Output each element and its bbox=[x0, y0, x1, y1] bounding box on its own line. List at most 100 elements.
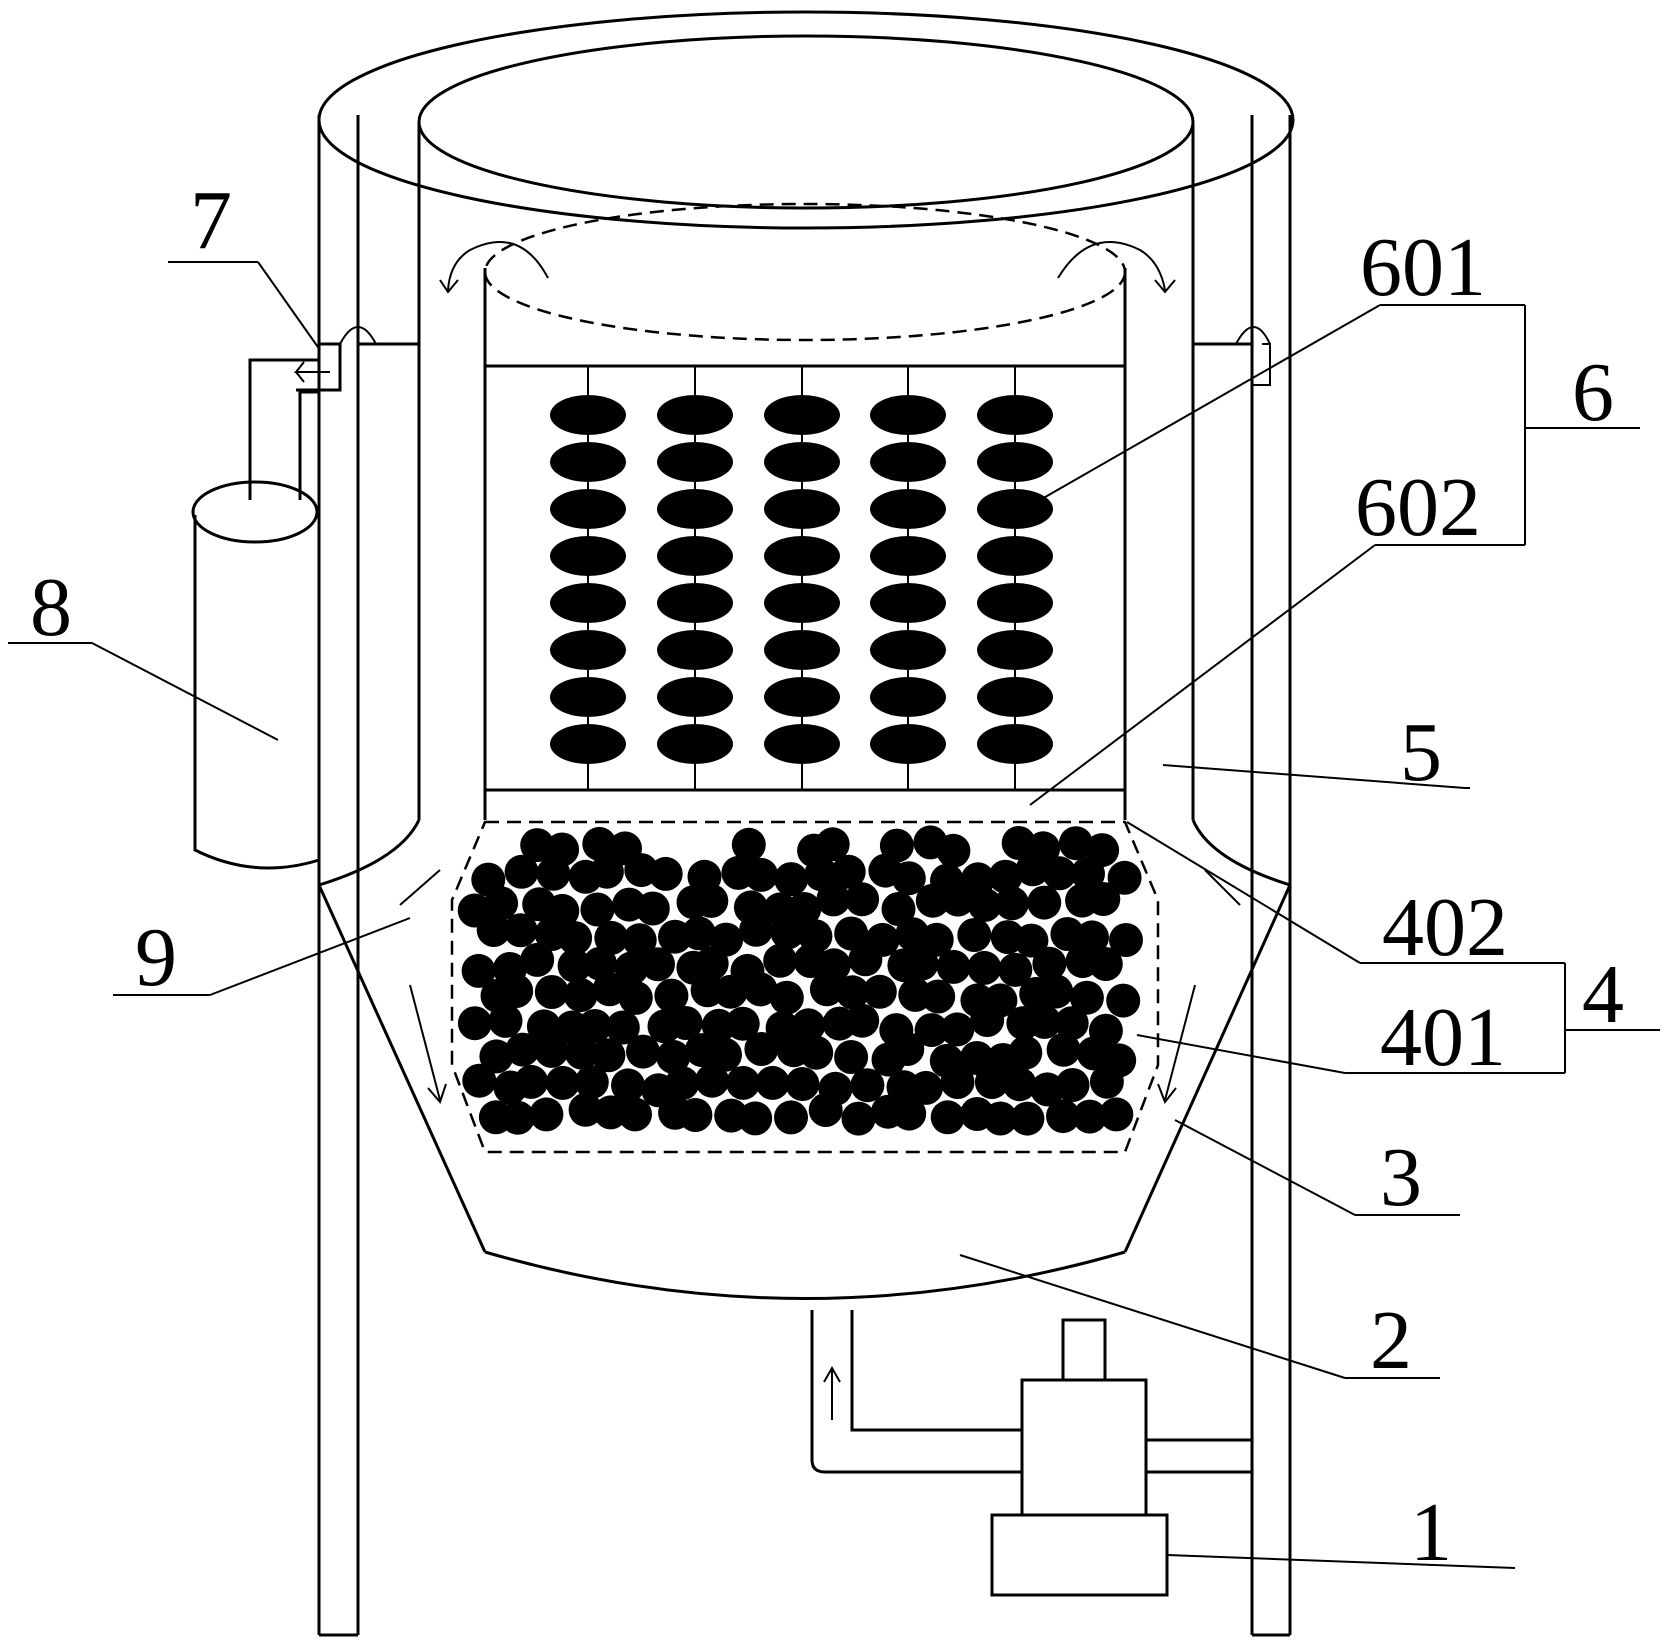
carrier-particle bbox=[499, 974, 534, 1008]
media-disc bbox=[657, 395, 733, 435]
media-disc bbox=[870, 395, 946, 435]
carrier-particle bbox=[545, 1065, 580, 1100]
media-disc bbox=[977, 536, 1053, 576]
carrier-particle bbox=[739, 912, 774, 947]
carrier-particle bbox=[930, 1100, 965, 1135]
carrier-particle bbox=[967, 950, 1002, 985]
carrier-particle bbox=[500, 1100, 535, 1135]
media-disc bbox=[550, 395, 626, 435]
carrier-particle bbox=[967, 887, 1002, 922]
carrier-particle bbox=[845, 1003, 880, 1038]
carrier-particle bbox=[744, 1032, 779, 1066]
media-disc bbox=[870, 442, 946, 482]
media-disc bbox=[870, 583, 946, 623]
carrier-particle bbox=[1071, 856, 1105, 891]
carrier-particle bbox=[1054, 1006, 1089, 1041]
carrier-particle bbox=[461, 953, 496, 988]
carrier-particle bbox=[799, 1035, 834, 1070]
media-disc bbox=[764, 489, 840, 529]
carrier-particle bbox=[862, 974, 897, 1009]
carrier-particle bbox=[1042, 856, 1077, 891]
part-labels: 1 2 3 4 401 402 5 6 601 602 7 8 9 bbox=[30, 174, 1624, 1579]
carrier-particle bbox=[654, 978, 689, 1013]
carrier-particle bbox=[476, 913, 511, 947]
carrier-particle bbox=[618, 980, 653, 1015]
media-disc bbox=[870, 630, 946, 670]
carrier-particle bbox=[681, 916, 716, 951]
carrier-particle bbox=[785, 1067, 820, 1101]
media-disc bbox=[764, 630, 840, 670]
carrier-particle bbox=[808, 1093, 843, 1127]
carrier-particle bbox=[731, 827, 766, 862]
carrier-particle bbox=[743, 972, 778, 1007]
carrier-bed bbox=[450, 820, 1160, 1154]
carrier-particle bbox=[568, 1092, 603, 1127]
carrier-particle bbox=[641, 947, 675, 982]
carrier-particle bbox=[787, 892, 822, 926]
carrier-particle bbox=[809, 972, 844, 1007]
media-disc bbox=[977, 583, 1053, 623]
carrier-particle bbox=[505, 1032, 540, 1067]
carrier-particle bbox=[850, 1068, 885, 1103]
carrier-particle bbox=[835, 975, 870, 1010]
carrier-particle bbox=[834, 916, 869, 951]
media-disc bbox=[657, 724, 733, 764]
carrier-particle bbox=[983, 1101, 1018, 1136]
carrier-particle bbox=[694, 883, 729, 918]
label-1: 1 bbox=[1410, 1486, 1452, 1579]
carrier-particle bbox=[479, 1039, 514, 1074]
carrier-particle bbox=[816, 882, 851, 917]
carrier-particle bbox=[1089, 1064, 1124, 1099]
carrier-particle bbox=[1014, 923, 1049, 958]
media-disc bbox=[764, 395, 840, 435]
label-7: 7 bbox=[190, 174, 232, 267]
carrier-particle bbox=[589, 854, 624, 889]
pump-assembly bbox=[810, 1310, 1252, 1597]
overflow-settler bbox=[191, 342, 342, 870]
carrier-particle bbox=[1072, 1099, 1107, 1134]
media-disc bbox=[550, 724, 626, 764]
carrier-particles bbox=[457, 825, 1143, 1136]
media-disc bbox=[977, 489, 1053, 529]
carrier-particle bbox=[845, 882, 880, 917]
media-disc bbox=[977, 442, 1053, 482]
media-disc bbox=[657, 489, 733, 529]
cone-chamber bbox=[317, 884, 1292, 1300]
media-disc bbox=[870, 677, 946, 717]
carrier-particle bbox=[881, 892, 916, 926]
carrier-particle bbox=[936, 833, 971, 868]
carrier-particle bbox=[536, 856, 571, 891]
label-402: 402 bbox=[1382, 881, 1508, 974]
carrier-particle bbox=[815, 827, 850, 862]
carrier-particle bbox=[484, 886, 519, 921]
carrier-particle bbox=[915, 883, 950, 918]
media-disc bbox=[764, 677, 840, 717]
carrier-particle bbox=[921, 979, 956, 1014]
carrier-particle bbox=[592, 972, 627, 1007]
carrier-particle bbox=[834, 1040, 869, 1074]
carrier-particle bbox=[974, 1065, 1009, 1100]
media-disc bbox=[550, 583, 626, 623]
inner-cylinder bbox=[318, 34, 1291, 887]
carrier-particle bbox=[892, 1096, 927, 1131]
carrier-particle bbox=[738, 1101, 773, 1136]
media-disc bbox=[657, 442, 733, 482]
label-5: 5 bbox=[1400, 706, 1442, 799]
carrier-particle bbox=[611, 1068, 645, 1103]
label-3: 3 bbox=[1380, 1131, 1422, 1224]
carrier-particle bbox=[831, 854, 866, 889]
carrier-particle bbox=[534, 975, 569, 1009]
carrier-particle bbox=[909, 1070, 943, 1105]
carrier-particle bbox=[695, 1063, 730, 1098]
carrier-particle bbox=[563, 978, 598, 1013]
carrier-particle bbox=[1027, 885, 1062, 920]
carrier-particle bbox=[769, 980, 804, 1015]
carrier-particle bbox=[564, 1035, 599, 1070]
carrier-particle bbox=[994, 886, 1029, 921]
carrier-particle bbox=[605, 1010, 640, 1045]
carrier-particle bbox=[1002, 1067, 1037, 1102]
carrier-particle bbox=[708, 1037, 742, 1072]
carrier-particle bbox=[891, 861, 926, 896]
media-disc bbox=[657, 677, 733, 717]
carrier-particle bbox=[514, 1064, 549, 1099]
